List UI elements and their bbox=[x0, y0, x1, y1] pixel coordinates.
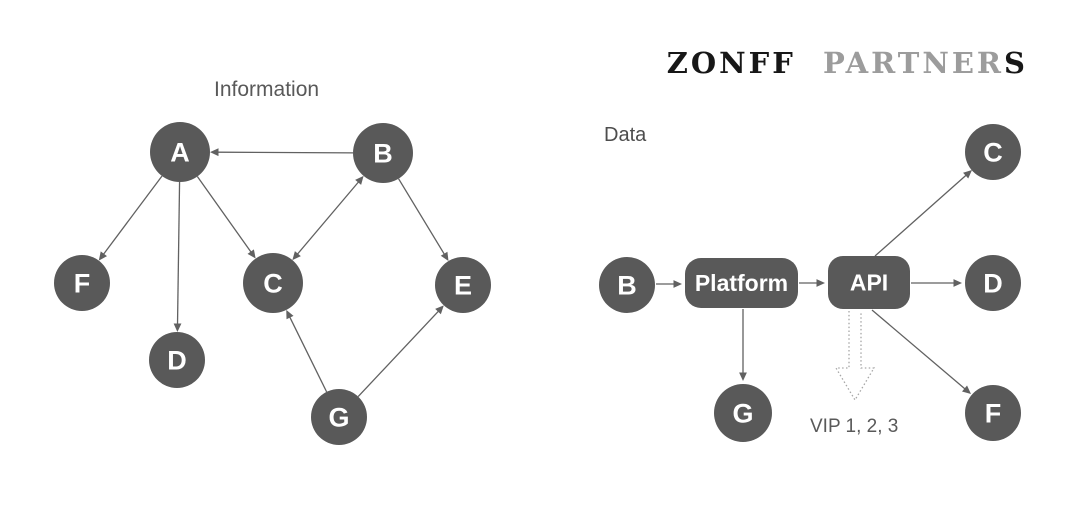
node-C-circle bbox=[965, 124, 1021, 180]
connector-Platform-to-G bbox=[739, 309, 747, 381]
connector-API-to-F bbox=[871, 309, 971, 394]
edge-line bbox=[102, 175, 163, 256]
edge-A-F bbox=[98, 175, 163, 261]
edge-line bbox=[288, 315, 328, 393]
connector-B-to-Platform bbox=[656, 280, 682, 288]
node-G-label: G bbox=[328, 403, 349, 433]
left-diagram-title: Information bbox=[214, 78, 320, 101]
arrowhead bbox=[963, 170, 972, 179]
edge-A-D bbox=[173, 181, 182, 333]
node-A: A bbox=[150, 122, 210, 182]
node-D: D bbox=[965, 255, 1021, 311]
edge-line bbox=[296, 180, 360, 256]
node-C-label: C bbox=[263, 269, 283, 299]
connector-API-to-C bbox=[874, 170, 972, 257]
node-D-circle bbox=[149, 332, 205, 388]
node-C: C bbox=[965, 124, 1021, 180]
edge-line bbox=[216, 151, 354, 154]
node-C: C bbox=[243, 253, 303, 313]
arrowhead bbox=[355, 175, 364, 185]
arrowhead bbox=[816, 279, 825, 287]
right-diagram-title: Data bbox=[604, 124, 647, 146]
node-G-circle bbox=[311, 389, 367, 445]
edge-line bbox=[176, 181, 181, 326]
node-F-label: F bbox=[985, 399, 1002, 429]
node-A-circle bbox=[150, 122, 210, 182]
node-C-label: C bbox=[983, 138, 1003, 168]
arrowhead bbox=[961, 385, 971, 394]
logo-text-suffix: S bbox=[1004, 46, 1028, 80]
edge-B-C bbox=[292, 175, 364, 261]
connector-API-to-D bbox=[911, 279, 962, 287]
node-E-label: E bbox=[454, 271, 472, 301]
node-B-circle bbox=[599, 257, 655, 313]
left-diagram: A B C D E F G bbox=[54, 122, 491, 445]
edge-G-E bbox=[357, 305, 444, 398]
arrowhead bbox=[247, 249, 256, 259]
arrowhead bbox=[98, 251, 107, 261]
edge-line bbox=[871, 309, 967, 390]
logo-text-secondary: PARTNER bbox=[822, 46, 1005, 80]
arrowhead bbox=[286, 309, 294, 320]
edge-G-C bbox=[286, 309, 328, 393]
arrowhead bbox=[292, 251, 301, 261]
box-API-rect bbox=[828, 256, 910, 309]
arrowhead bbox=[953, 279, 962, 287]
node-B-label: B bbox=[373, 139, 393, 169]
node-D-label: D bbox=[167, 346, 187, 376]
box-API: API bbox=[828, 256, 910, 309]
node-D-circle bbox=[965, 255, 1021, 311]
arrowhead bbox=[173, 323, 182, 333]
node-C-circle bbox=[243, 253, 303, 313]
arrowhead bbox=[435, 305, 444, 315]
vip-dotted-arrow bbox=[834, 311, 876, 402]
arrowhead bbox=[209, 148, 219, 157]
node-B-label: B bbox=[617, 271, 637, 301]
zonff-partners-logo: ZONFF PARTNERS bbox=[667, 46, 1028, 80]
edge-A-C bbox=[196, 176, 256, 259]
node-E-circle bbox=[435, 257, 491, 313]
node-D-label: D bbox=[983, 269, 1003, 299]
box-Platform-rect bbox=[685, 258, 798, 308]
node-F: F bbox=[54, 255, 110, 311]
edge-B-E bbox=[397, 178, 449, 262]
node-F-circle bbox=[54, 255, 110, 311]
logo-text-primary: ZONFF bbox=[666, 46, 796, 80]
box-API-label: API bbox=[850, 270, 888, 296]
box-Platform-label: Platform bbox=[695, 270, 788, 296]
node-F-circle bbox=[965, 385, 1021, 441]
edge-line bbox=[397, 178, 446, 256]
node-B-circle bbox=[353, 123, 413, 183]
node-B: B bbox=[353, 123, 413, 183]
node-E: E bbox=[435, 257, 491, 313]
edge-B-A bbox=[209, 148, 354, 157]
node-G: G bbox=[311, 389, 367, 445]
right-diagram: B C D F G Platform API bbox=[599, 124, 1021, 442]
edge-line bbox=[196, 176, 253, 254]
node-B: B bbox=[599, 257, 655, 313]
node-F: F bbox=[965, 385, 1021, 441]
arrowhead bbox=[673, 280, 682, 288]
arrowhead bbox=[440, 251, 449, 262]
arrowhead bbox=[739, 372, 747, 381]
node-G-label: G bbox=[732, 399, 753, 429]
node-D: D bbox=[149, 332, 205, 388]
vip-label: VIP 1, 2, 3 bbox=[810, 416, 899, 437]
edge-line bbox=[874, 174, 968, 257]
box-Platform: Platform bbox=[685, 258, 798, 308]
connector-Platform-to-API bbox=[799, 279, 825, 287]
node-F-label: F bbox=[74, 269, 91, 299]
node-G: G bbox=[714, 384, 772, 442]
node-G-circle bbox=[714, 384, 772, 442]
node-A-label: A bbox=[170, 138, 190, 168]
edge-line bbox=[357, 310, 440, 398]
